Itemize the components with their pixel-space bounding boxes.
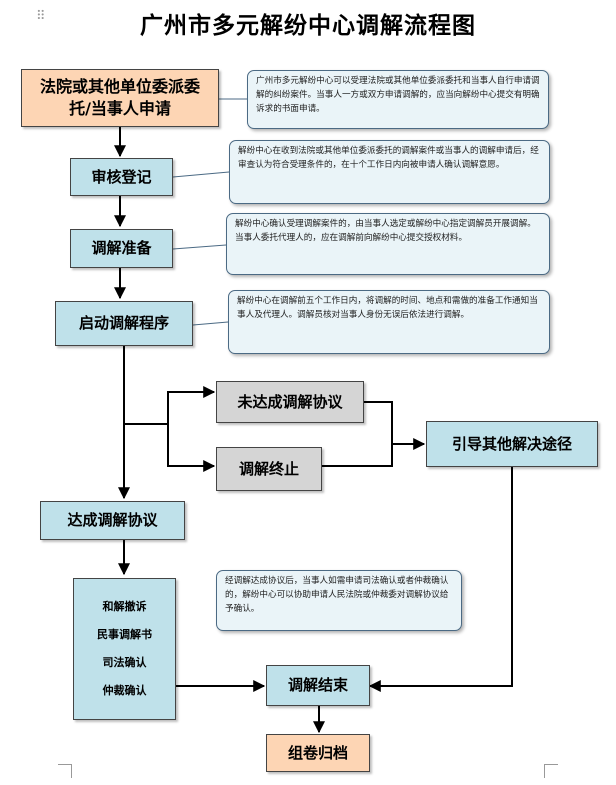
page-title: 广州市多元解纷中心调解流程图	[140, 12, 476, 39]
step-guide-alternatives: 引导其他解决途径	[426, 421, 598, 467]
arrow-guide-end	[368, 467, 513, 692]
note-prepare: 解纷中心确认受理调解案件的，由当事人选定或解纷中心指定调解员开展调解。当事人委托…	[226, 213, 550, 275]
note-start-mediation: 解纷中心在调解前五个工作日内，将调解的时间、地点和需做的准备工作通知当事人及代理…	[228, 290, 550, 354]
outcome-arbitration-confirmation: 仲裁确认	[102, 683, 147, 697]
step-start-mediation: 启动调解程序	[55, 301, 193, 346]
note-connector-prepare	[172, 244, 227, 250]
note-connector-review	[172, 171, 230, 178]
note-apply: 广州市多元解纷中心可以受理法院或其他单位委派委托和当事人自行申请调解的纠纷案件。…	[247, 70, 549, 129]
note-review: 解纷中心在收到法院或其他单位委派委托的调解案件或当事人的调解申请后，经审查认为符…	[229, 140, 550, 204]
step-prepare: 调解准备	[70, 229, 173, 268]
step-archive: 组卷归档	[266, 734, 370, 772]
note-connector-start	[192, 321, 229, 326]
arrow-to-no-agreement	[124, 386, 216, 425]
step-end: 调解结束	[266, 665, 370, 706]
arrow-to-terminate	[167, 424, 216, 472]
arrow-no-agreement-guide	[364, 401, 426, 450]
step-review: 审核登记	[70, 158, 173, 196]
outcome-withdraw: 和解撤诉	[102, 599, 147, 613]
step-outcomes: 和解撤诉 民事调解书 司法确认 仲裁确认	[73, 578, 176, 720]
page-corner-mark-right	[544, 764, 558, 778]
step-no-agreement: 未达成调解协议	[216, 381, 364, 423]
step-apply: 法院或其他单位委派委托/当事人申请	[21, 69, 219, 127]
step-agreement: 达成调解协议	[40, 501, 185, 540]
page-corner-mark-left	[58, 764, 72, 778]
step-terminate: 调解终止	[216, 447, 322, 491]
note-agreement: 经调解达成协议后，当事人如需申请司法确认或者仲裁确认的，解纷中心可以协助申请人民…	[216, 570, 462, 631]
arrow-terminate-guide	[322, 444, 393, 467]
outcome-civil-mediation-document: 民事调解书	[97, 627, 152, 641]
drag-handle-icon[interactable]: ⠿	[36, 9, 47, 24]
outcome-judicial-confirmation: 司法确认	[102, 655, 147, 669]
